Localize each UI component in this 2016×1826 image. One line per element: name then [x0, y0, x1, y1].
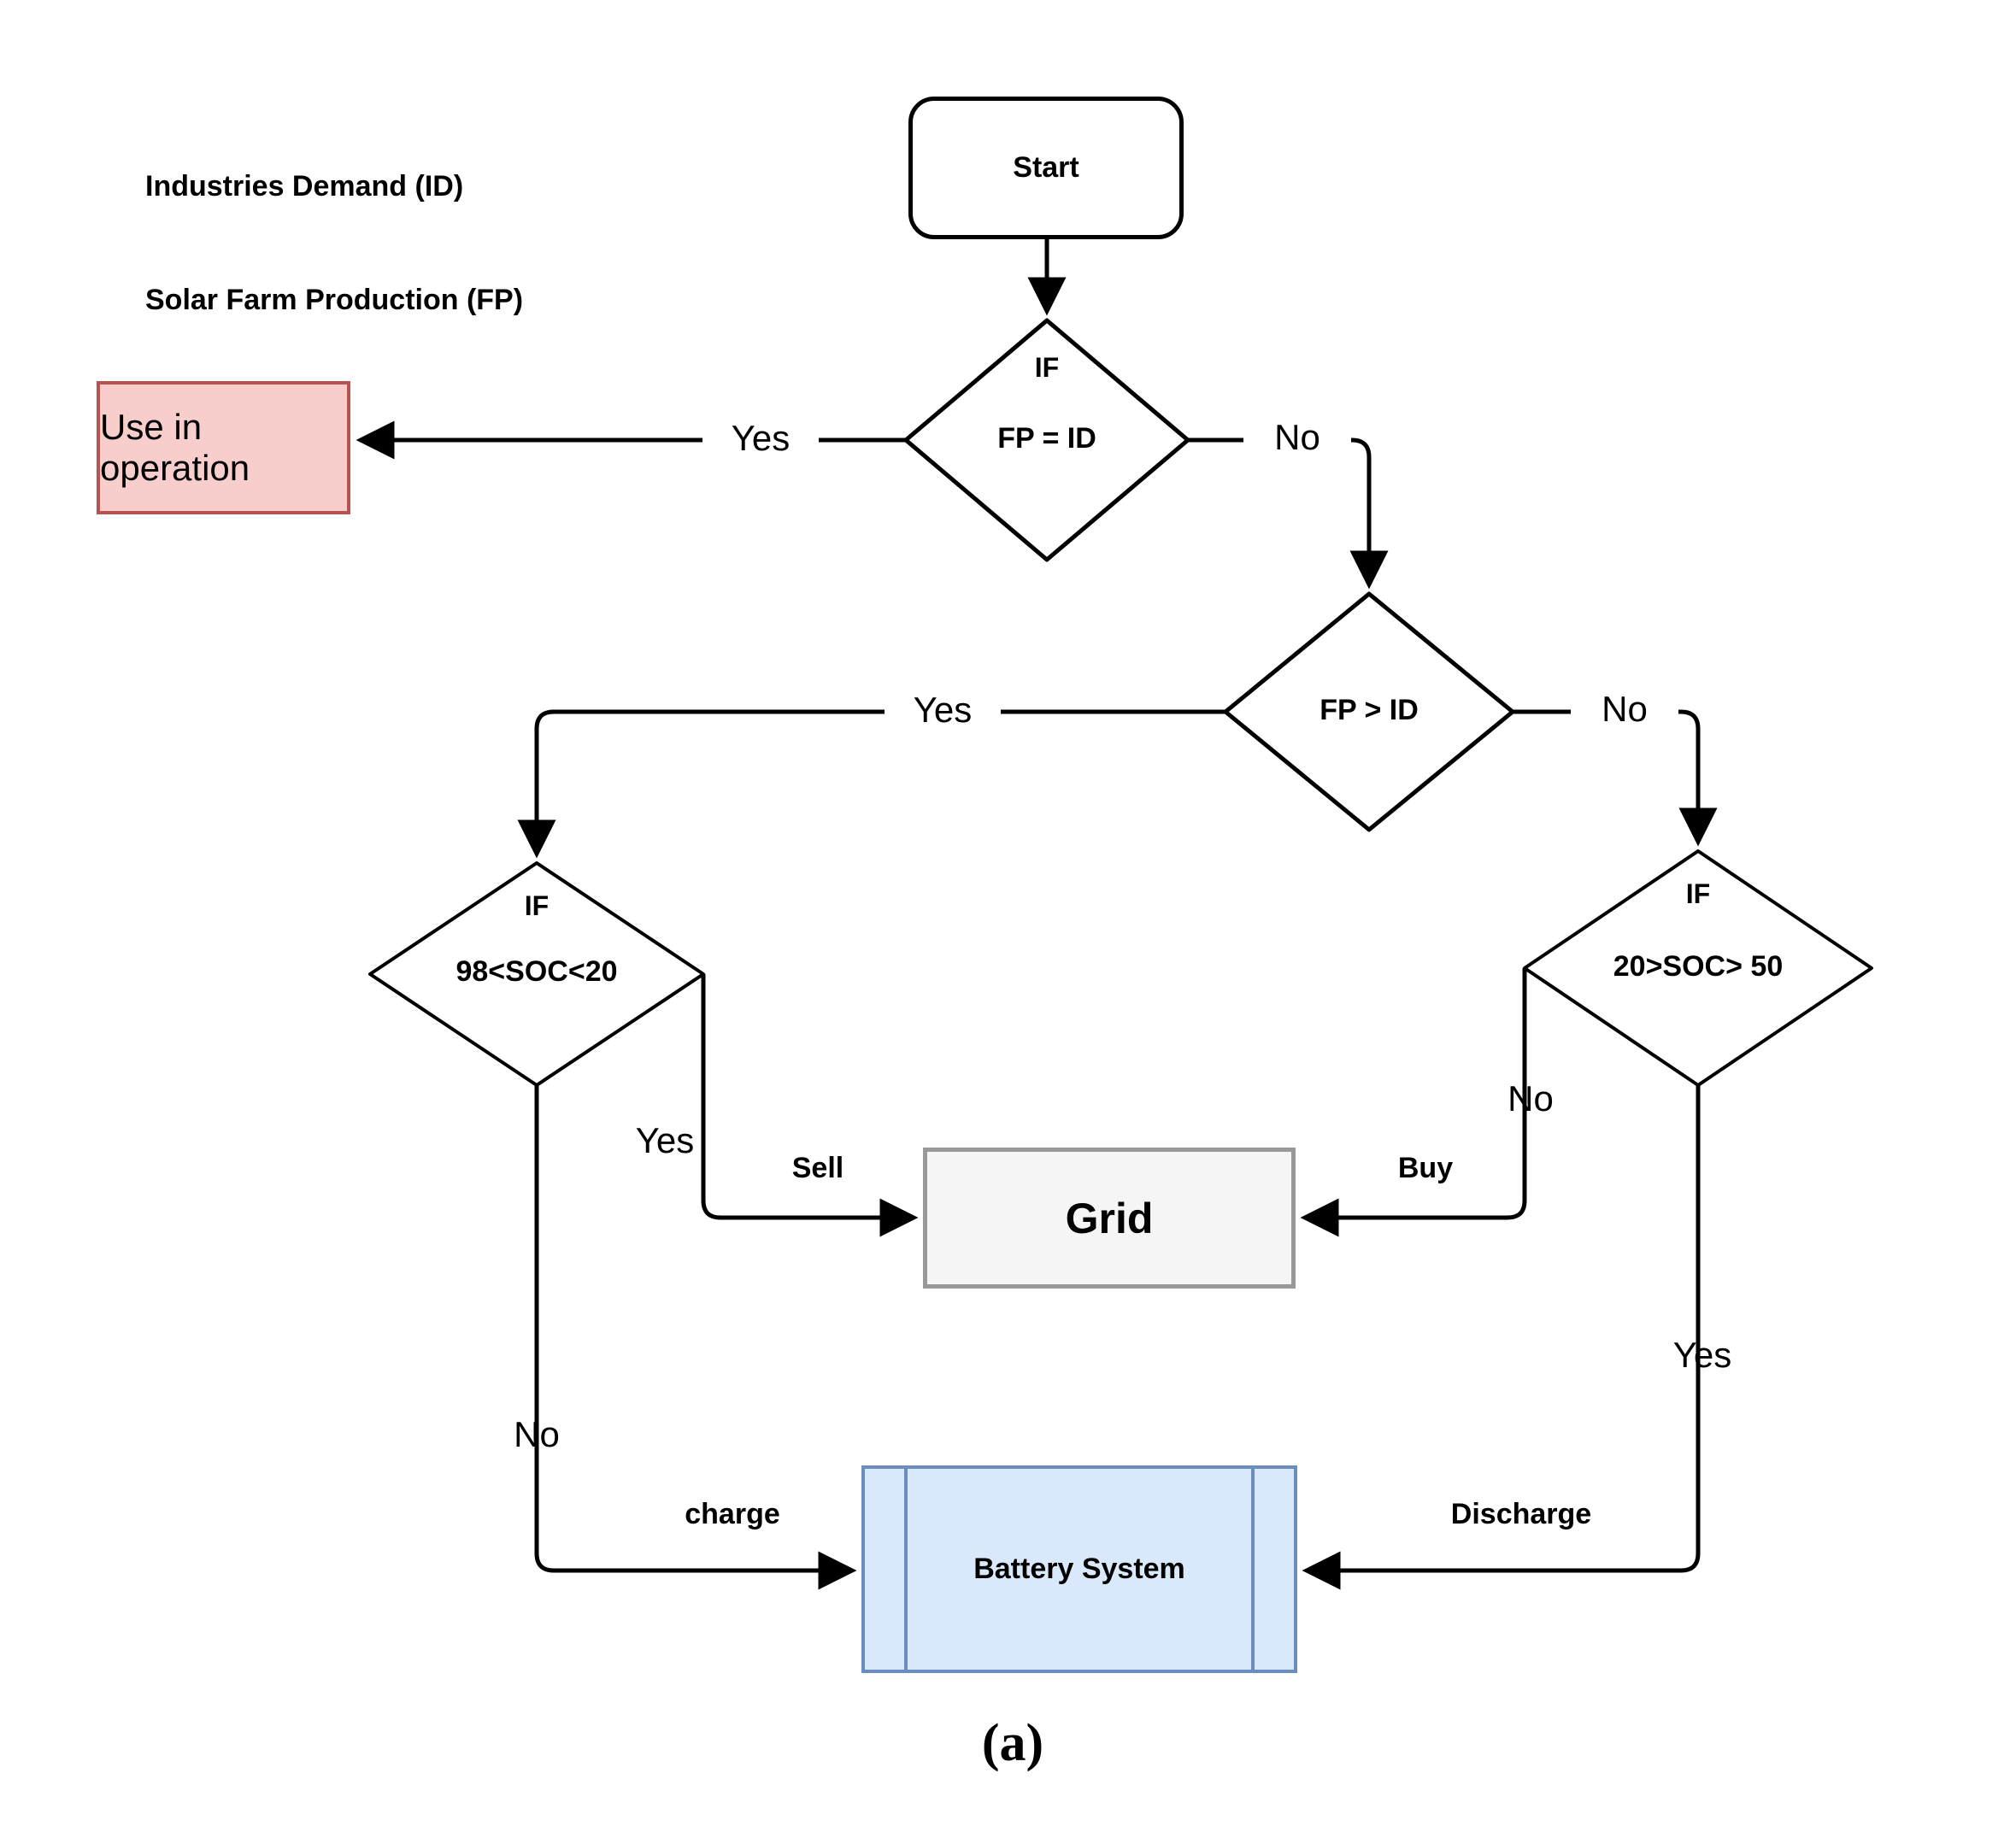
node-use-in-operation[interactable]: Use in operation — [97, 381, 350, 514]
edge-label-charge: charge — [685, 1498, 780, 1530]
legend-block: Industries Demand (ID) Solar Farm Produc… — [145, 92, 523, 395]
node-start[interactable]: Start — [908, 97, 1184, 239]
battery-left-divider — [904, 1469, 908, 1670]
edge-label-yes-soc-left: Yes — [885, 690, 1001, 731]
edge-label-no-buy: No — [1508, 1078, 1554, 1118]
battery-right-divider — [1251, 1469, 1255, 1670]
edge-buy-to-grid — [1300, 968, 1527, 1237]
diamond-fp-greater-id — [1223, 591, 1515, 832]
edge-charge-to-battery — [534, 1085, 857, 1590]
edge-label-yes-sell: Yes — [635, 1120, 695, 1160]
edge-label-no-soc-right: No — [1571, 689, 1678, 730]
edge-label-sell: Sell — [791, 1152, 844, 1184]
diamond-fp-equal-id — [903, 318, 1190, 562]
edge-label-discharge: Discharge — [1450, 1498, 1592, 1530]
legend-line-industries-demand: Industries Demand (ID) — [145, 170, 464, 203]
legend-line-solar-farm-production: Solar Farm Production (FP) — [145, 283, 524, 316]
node-battery-system[interactable]: Battery System — [861, 1465, 1297, 1673]
edge-discharge-to-battery — [1302, 1085, 1701, 1590]
node-battery-system-label: Battery System — [973, 1553, 1185, 1585]
edge-sell-to-grid — [701, 974, 919, 1237]
node-grid-label: Grid — [1065, 1194, 1154, 1242]
node-grid[interactable]: Grid — [923, 1148, 1296, 1289]
edge-no-to-soc-right — [1513, 709, 1718, 847]
edge-no-to-fp-greater — [1188, 437, 1389, 590]
edge-label-buy: Buy — [1397, 1152, 1454, 1184]
edge-label-yes-discharge: Yes — [1672, 1335, 1732, 1375]
edge-label-no-charge: No — [514, 1414, 560, 1454]
edge-label-yes-use-operation: Yes — [702, 418, 819, 459]
diamond-soc-left — [368, 861, 705, 1087]
figure-caption: (a) — [981, 1714, 1044, 1772]
node-start-label: Start — [1013, 151, 1079, 184]
edge-label-no-fp-greater: No — [1243, 417, 1351, 458]
edge-yes-to-soc-left — [517, 709, 1225, 859]
node-use-in-operation-label: Use in operation — [100, 407, 250, 488]
diamond-soc-right — [1523, 849, 1873, 1087]
